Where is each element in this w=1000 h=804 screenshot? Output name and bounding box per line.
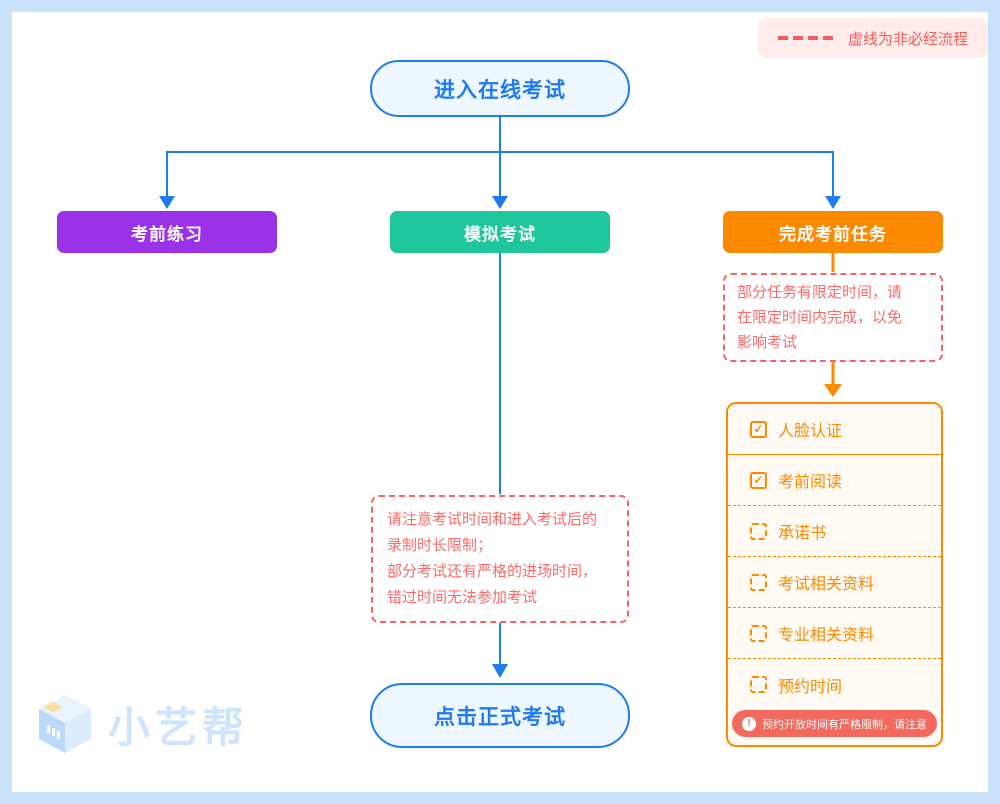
start-node: 进入在线考试: [370, 60, 630, 117]
exclamation-icon: [742, 716, 756, 731]
branch-practice: 考前练习: [57, 211, 277, 253]
cube-logo-icon: [39, 695, 91, 753]
task-row-reservation-time: 预约时间: [728, 659, 941, 710]
task-row-exam-materials: 考试相关资料: [728, 557, 941, 608]
task-label: 考前阅读: [778, 474, 843, 491]
checkbox-checked-icon: [750, 471, 767, 489]
branch-mock-exam-label: 模拟考试: [464, 224, 536, 244]
task-row-face-auth: 人脸认证: [728, 404, 941, 455]
task-label: 专业相关资料: [778, 627, 875, 644]
legend-label: 虚线为非必经流程: [847, 30, 968, 48]
start-node-label: 进入在线考试: [434, 78, 566, 102]
branch-pre-exam-tasks: 完成考前任务: [723, 211, 943, 253]
branch-practice-label: 考前练习: [131, 224, 203, 244]
task-checklist-panel: 人脸认证 考前阅读 承诺书 考试相关资料 专业相关资料 预约时间 预约开放时间有…: [726, 402, 943, 747]
task-label: 承诺书: [778, 525, 827, 542]
app-logo: 小艺帮: [36, 693, 249, 755]
task-time-limit-note: 部分任务有限定时间，请 在限定时间内完成，以免 影响考试: [723, 273, 943, 362]
final-exam-node: 点击正式考试: [370, 683, 630, 748]
dashed-line-icon: [777, 36, 834, 40]
task-row-major-materials: 专业相关资料: [728, 608, 941, 659]
branch-pre-exam-tasks-label: 完成考前任务: [779, 224, 887, 244]
app-logo-text: 小艺帮: [108, 703, 250, 751]
task-label: 人脸认证: [778, 423, 843, 440]
exam-time-warning-note: 请注意考试时间和进入考试后的 录制时长限制； 部分考试还有严格的进场时间， 错过…: [371, 495, 629, 623]
checkbox-checked-icon: [750, 420, 767, 438]
checkbox-unchecked-icon: [750, 573, 767, 591]
reservation-warning-badge: 预约开放时间有严格限制，请注意: [732, 710, 937, 737]
legend: 虚线为非必经流程: [757, 18, 988, 58]
reservation-warning-text: 预约开放时间有严格限制，请注意: [762, 718, 927, 731]
checkbox-unchecked-icon: [750, 676, 767, 693]
task-label: 预约时间: [778, 678, 843, 696]
checkbox-unchecked-icon: [750, 522, 767, 540]
branch-mock-exam: 模拟考试: [390, 211, 610, 253]
task-row-pre-exam-reading: 考前阅读: [728, 455, 941, 506]
reservation-warning-wrap: 预约开放时间有严格限制，请注意: [728, 710, 941, 745]
task-label: 考试相关资料: [778, 576, 875, 593]
task-row-commitment-letter: 承诺书: [728, 506, 941, 557]
final-exam-node-label: 点击正式考试: [434, 705, 566, 729]
checkbox-unchecked-icon: [750, 624, 767, 642]
